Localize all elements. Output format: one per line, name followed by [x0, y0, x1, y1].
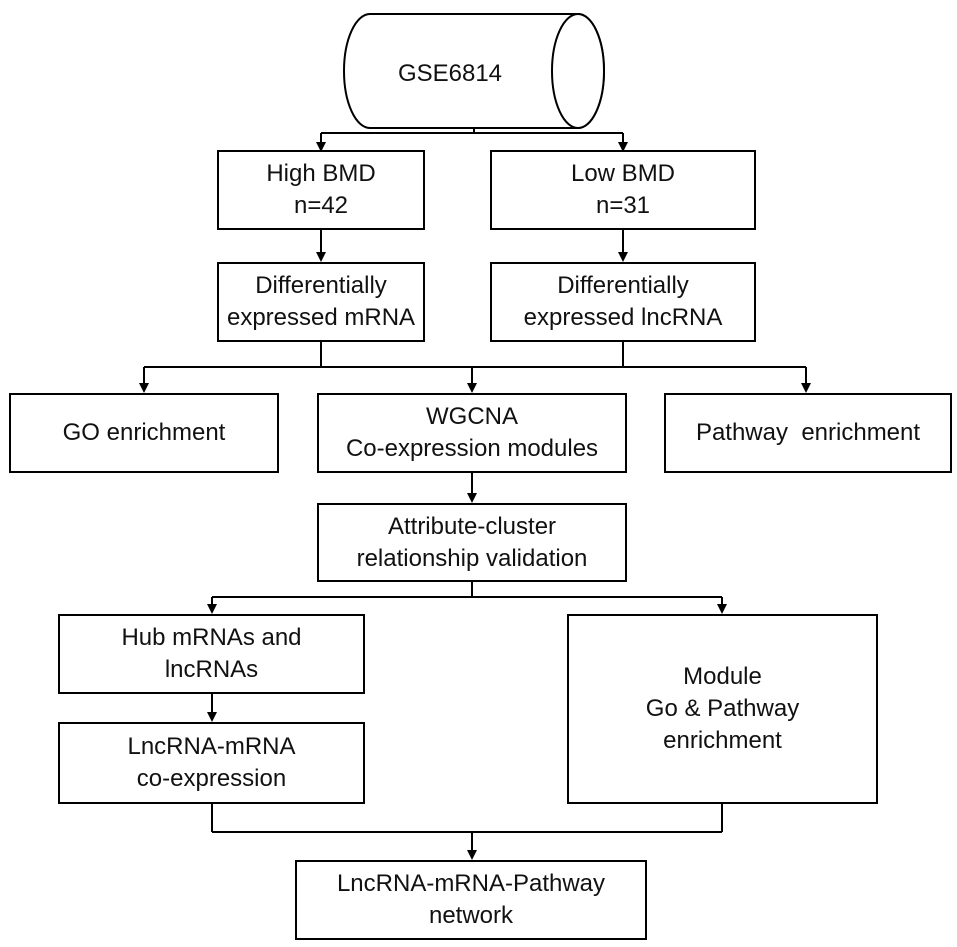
module-line1: Module: [683, 663, 762, 690]
validation-line1: Attribute-cluster: [387, 512, 557, 540]
diff-lncrna-line1: Differentially: [557, 272, 689, 299]
pathway-enrichment-label: Pathway enrichment: [695, 419, 921, 446]
low-bmd-count: n=31: [595, 192, 651, 219]
module-enrichment-box: Module Go & Pathway enrichment: [567, 614, 878, 804]
go-enrichment-label: GO enrichment: [62, 419, 226, 446]
module-line3: enrichment: [663, 727, 782, 754]
network-box: LncRNA-mRNA-Pathway network: [295, 860, 647, 940]
diff-lncrna-box: Differentially expressed lncRNA: [490, 262, 756, 342]
source-dataset-label: GSE6814: [397, 60, 503, 87]
database-cylinder-shape: [343, 13, 605, 129]
validation-box: Attribute-cluster relationship validatio…: [317, 503, 627, 582]
network-line1: LncRNA-mRNA-Pathway: [336, 870, 606, 897]
module-line2: Go & Pathway: [645, 695, 800, 722]
high-bmd-count: n=42: [293, 192, 349, 219]
hub-genes-line1: Hub mRNAs and: [121, 624, 302, 651]
low-bmd-box: Low BMD n=31: [490, 150, 756, 230]
wgcna-box: WGCNA Co-expression modules: [317, 393, 627, 473]
coexpression-line1: LncRNA-mRNA: [127, 733, 296, 760]
diff-mrna-line1: Differentially: [255, 272, 387, 299]
validation-line2: relationship validation: [356, 544, 588, 572]
hub-genes-box: Hub mRNAs and lncRNAs: [58, 614, 365, 694]
high-bmd-title: High BMD: [266, 160, 376, 187]
diff-lncrna-line2: expressed lncRNA: [523, 304, 723, 331]
network-line2: network: [428, 902, 514, 929]
go-enrichment-box: GO enrichment: [9, 393, 279, 473]
low-bmd-title: Low BMD: [570, 160, 676, 187]
high-bmd-box: High BMD n=42: [217, 150, 425, 230]
wgcna-subtitle: Co-expression modules: [345, 435, 599, 462]
pathway-enrichment-box: Pathway enrichment: [664, 393, 952, 473]
diff-mrna-line2: expressed mRNA: [226, 304, 416, 331]
coexpression-box: LncRNA-mRNA co-expression: [58, 722, 365, 804]
hub-genes-line2: lncRNAs: [164, 656, 259, 683]
coexpression-line2: co-expression: [136, 765, 287, 792]
diff-mrna-box: Differentially expressed mRNA: [217, 262, 425, 342]
wgcna-title: WGCNA: [426, 403, 518, 430]
